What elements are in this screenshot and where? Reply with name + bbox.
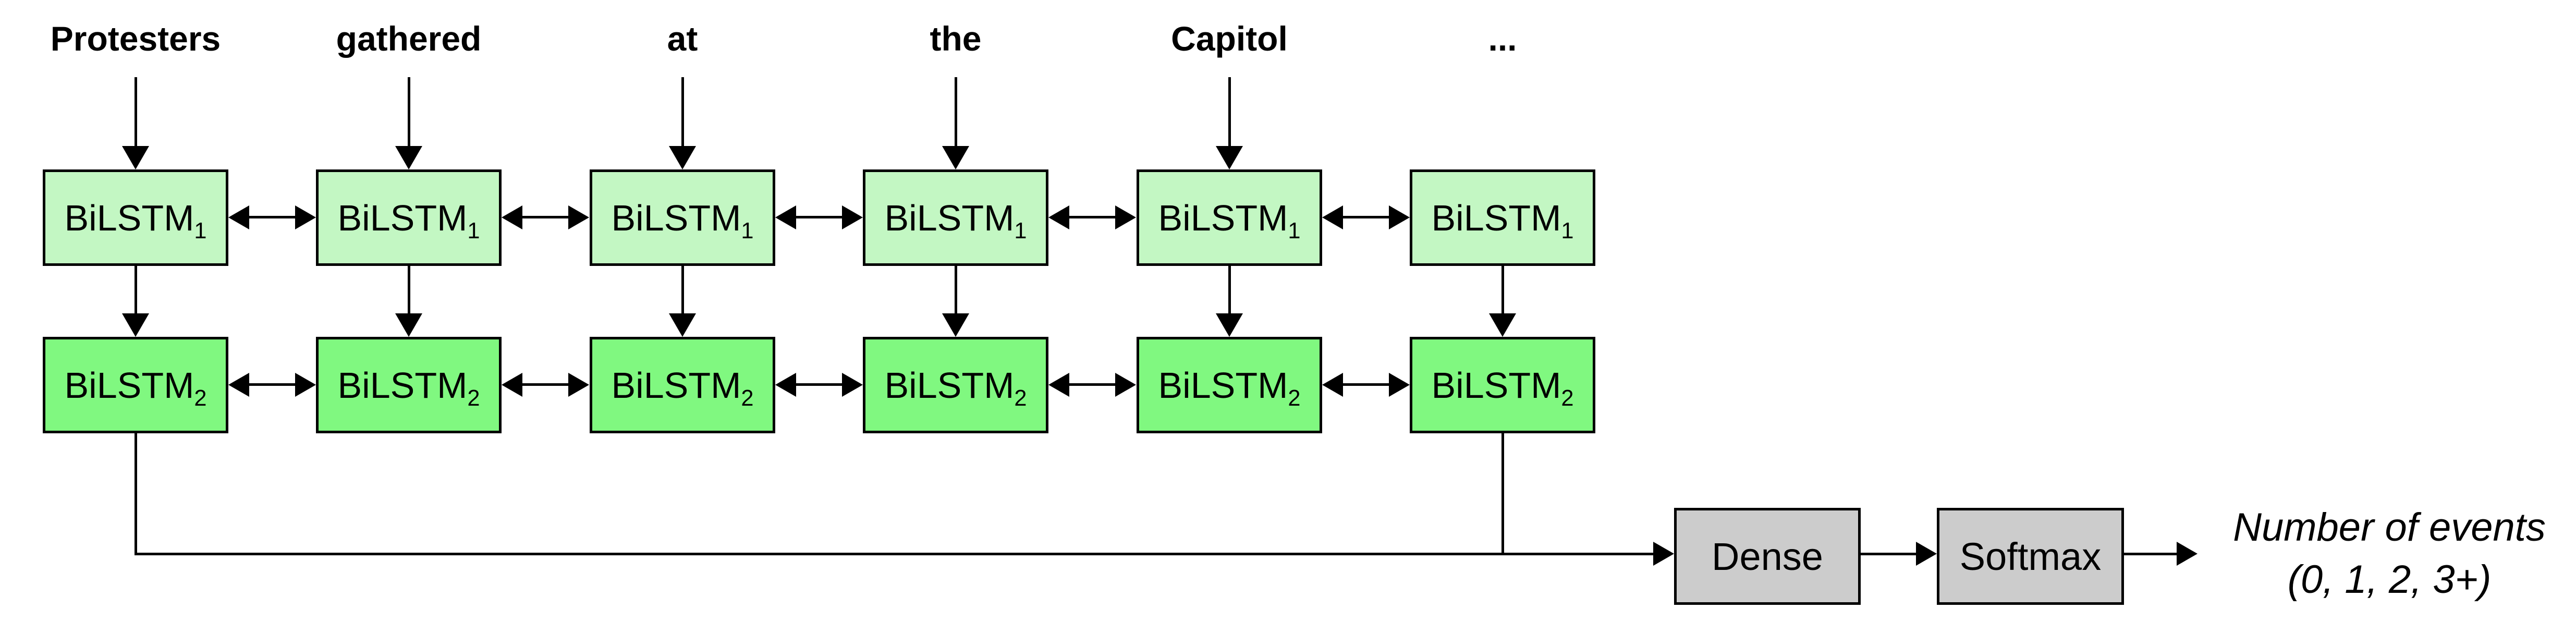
bilstm2-label: BiLSTM2	[1158, 364, 1301, 411]
bilstm1-label: BiLSTM1	[1158, 197, 1301, 243]
connector-line	[1501, 433, 1504, 555]
bidirectional-arrow-icon	[228, 373, 316, 397]
output-caption: Number of events (0, 1, 2, 3+)	[2203, 502, 2576, 606]
input-word: Protesters	[50, 19, 221, 58]
bidirectional-arrow-icon	[775, 373, 863, 397]
down-arrow-icon	[395, 266, 422, 337]
right-arrow-icon	[2124, 553, 2178, 555]
output-caption-line2: (0, 1, 2, 3+)	[2287, 557, 2492, 602]
bidirectional-arrow-icon	[775, 205, 863, 229]
input-word: Capitol	[1171, 19, 1288, 58]
down-arrow-icon	[1489, 266, 1516, 337]
bilstm1-box: BiLSTM1	[43, 169, 228, 266]
bidirectional-arrow-icon	[228, 205, 316, 229]
bilstm2-label: BiLSTM2	[611, 364, 754, 411]
bilstm1-label: BiLSTM1	[884, 197, 1027, 243]
connector-line	[135, 553, 1655, 555]
down-arrow-icon	[1216, 266, 1243, 337]
dense-box: Dense	[1674, 508, 1861, 605]
bilstm2-label: BiLSTM2	[64, 364, 207, 411]
input-word: the	[930, 19, 982, 58]
bidirectional-arrow-icon	[1048, 373, 1136, 397]
bilstm1-box: BiLSTM1	[1410, 169, 1595, 266]
bidirectional-arrow-icon	[1322, 205, 1410, 229]
bilstm2-box: BiLSTM2	[590, 337, 775, 433]
bilstm2-label: BiLSTM2	[1431, 364, 1574, 411]
down-arrow-icon	[1216, 77, 1243, 169]
bilstm2-box: BiLSTM2	[863, 337, 1048, 433]
dense-label: Dense	[1712, 534, 1823, 578]
down-arrow-icon	[395, 77, 422, 169]
right-arrow-icon	[2177, 542, 2197, 566]
bilstm2-box: BiLSTM2	[1410, 337, 1595, 433]
down-arrow-icon	[122, 77, 149, 169]
down-arrow-icon	[669, 77, 696, 169]
bidirectional-arrow-icon	[1048, 205, 1136, 229]
right-arrow-icon	[1916, 542, 1937, 566]
right-arrow-icon	[1653, 542, 1674, 566]
bidirectional-arrow-icon	[502, 205, 589, 229]
input-word-ellipsis: ...	[1488, 19, 1517, 58]
bilstm1-label: BiLSTM1	[337, 197, 480, 243]
bilstm2-box: BiLSTM2	[43, 337, 228, 433]
down-arrow-icon	[942, 77, 969, 169]
right-arrow-icon	[1861, 553, 1917, 555]
down-arrow-icon	[942, 266, 969, 337]
connector-line	[135, 433, 137, 555]
bilstm1-box: BiLSTM1	[863, 169, 1048, 266]
bilstm2-label: BiLSTM2	[884, 364, 1027, 411]
bilstm2-label: BiLSTM2	[337, 364, 480, 411]
bilstm1-box: BiLSTM1	[590, 169, 775, 266]
bilstm2-box: BiLSTM2	[316, 337, 502, 433]
down-arrow-icon	[669, 266, 696, 337]
softmax-label: Softmax	[1959, 534, 2102, 578]
bilstm1-label: BiLSTM1	[1431, 197, 1574, 243]
bilstm1-label: BiLSTM1	[64, 197, 207, 243]
bilstm1-label: BiLSTM1	[611, 197, 754, 243]
bilstm1-box: BiLSTM1	[316, 169, 502, 266]
bilstm1-box: BiLSTM1	[1137, 169, 1322, 266]
down-arrow-icon	[122, 266, 149, 337]
input-word: at	[667, 19, 698, 58]
bidirectional-arrow-icon	[502, 373, 589, 397]
input-word: gathered	[336, 19, 482, 58]
output-caption-line1: Number of events	[2233, 505, 2546, 550]
softmax-box: Softmax	[1937, 508, 2124, 605]
bidirectional-arrow-icon	[1322, 373, 1410, 397]
bilstm2-box: BiLSTM2	[1137, 337, 1322, 433]
